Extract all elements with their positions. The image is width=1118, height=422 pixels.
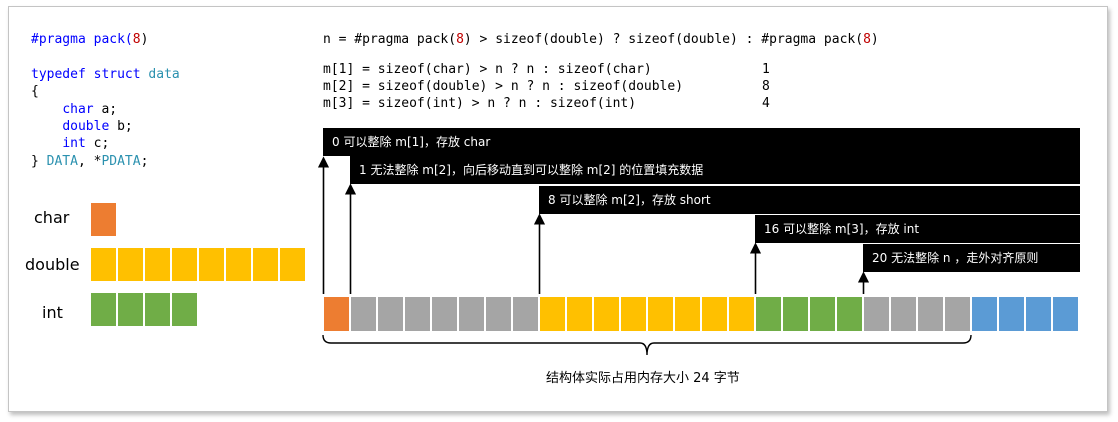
size-caption: 结构体实际占用内存大小 24 字节: [546, 371, 740, 386]
memory-byte-0: [323, 296, 350, 332]
m2-formula: m[2] = sizeof(double) > n ? n : sizeof(d…: [323, 79, 684, 94]
banner-offset-16: 16 可以整除 m[3]，存放 int: [755, 215, 1080, 243]
field-c: int c;: [62, 136, 110, 152]
memory-byte-18: [809, 296, 836, 332]
legend-block-double: [225, 247, 252, 282]
memory-byte-27: [1052, 296, 1079, 332]
memory-byte-9: [566, 296, 593, 332]
memory-byte-7: [512, 296, 539, 332]
legend-block-int: [144, 292, 171, 327]
open-brace: {: [31, 84, 39, 100]
legend-label-char: char: [34, 208, 70, 227]
legend-block-int: [117, 292, 144, 327]
memory-byte-12: [647, 296, 674, 332]
legend-block-double: [90, 247, 117, 282]
m2-value: 8: [762, 79, 770, 94]
memory-byte-15: [728, 296, 755, 332]
memory-byte-1: [350, 296, 377, 332]
memory-byte-6: [485, 296, 512, 332]
memory-byte-11: [620, 296, 647, 332]
legend-block-int: [171, 292, 198, 327]
legend-block-char: [90, 202, 117, 237]
banner-offset-0: 0 可以整除 m[1]，存放 char: [323, 128, 1080, 156]
banner-offset-8: 8 可以整除 m[2]，存放 short: [539, 186, 1080, 214]
m3-value: 4: [762, 96, 770, 111]
close-line: } DATA, *PDATA;: [31, 153, 149, 169]
memory-byte-4: [431, 296, 458, 332]
memory-byte-19: [836, 296, 863, 332]
m1-formula: m[1] = sizeof(char) > n ? n : sizeof(cha…: [323, 62, 652, 77]
memory-byte-20: [863, 296, 890, 332]
field-b: double b;: [62, 119, 133, 135]
memory-byte-26: [1025, 296, 1052, 332]
legend-block-double: [252, 247, 279, 282]
legend-block-int: [90, 292, 117, 327]
legend-block-double: [279, 247, 306, 282]
memory-byte-25: [998, 296, 1025, 332]
n-formula: n = #pragma pack(8) > sizeof(double) ? s…: [323, 32, 879, 47]
memory-byte-8: [539, 296, 566, 332]
memory-byte-5: [458, 296, 485, 332]
memory-byte-2: [377, 296, 404, 332]
typedef-line: typedef struct data: [31, 66, 180, 82]
legend-block-double: [198, 247, 225, 282]
m3-formula: m[3] = sizeof(int) > n ? n : sizeof(int): [323, 96, 637, 111]
memory-byte-13: [674, 296, 701, 332]
banner-offset-20: 20 无法整除 n ，走外对齐原则: [863, 244, 1080, 272]
memory-byte-22: [917, 296, 944, 332]
memory-byte-16: [755, 296, 782, 332]
memory-byte-23: [944, 296, 971, 332]
memory-byte-21: [890, 296, 917, 332]
memory-byte-17: [782, 296, 809, 332]
struct-code: #pragma pack(8) typedef struct data { ch…: [31, 31, 180, 170]
legend-block-double: [144, 247, 171, 282]
pragma-line: #pragma pack(8): [31, 32, 149, 47]
memory-byte-3: [404, 296, 431, 332]
legend-block-double: [171, 247, 198, 282]
m1-value: 1: [762, 62, 770, 77]
legend-block-double: [117, 247, 144, 282]
field-a: char a;: [62, 101, 118, 117]
legend-label-int: int: [42, 303, 63, 322]
memory-byte-14: [701, 296, 728, 332]
size-brace: [322, 334, 972, 356]
banner-offset-1: 1 无法整除 m[2]，向后移动直到可以整除 m[2] 的位置填充数据: [350, 156, 1080, 184]
memory-byte-24: [971, 296, 998, 332]
memory-byte-10: [593, 296, 620, 332]
legend-label-double: double: [25, 255, 80, 274]
